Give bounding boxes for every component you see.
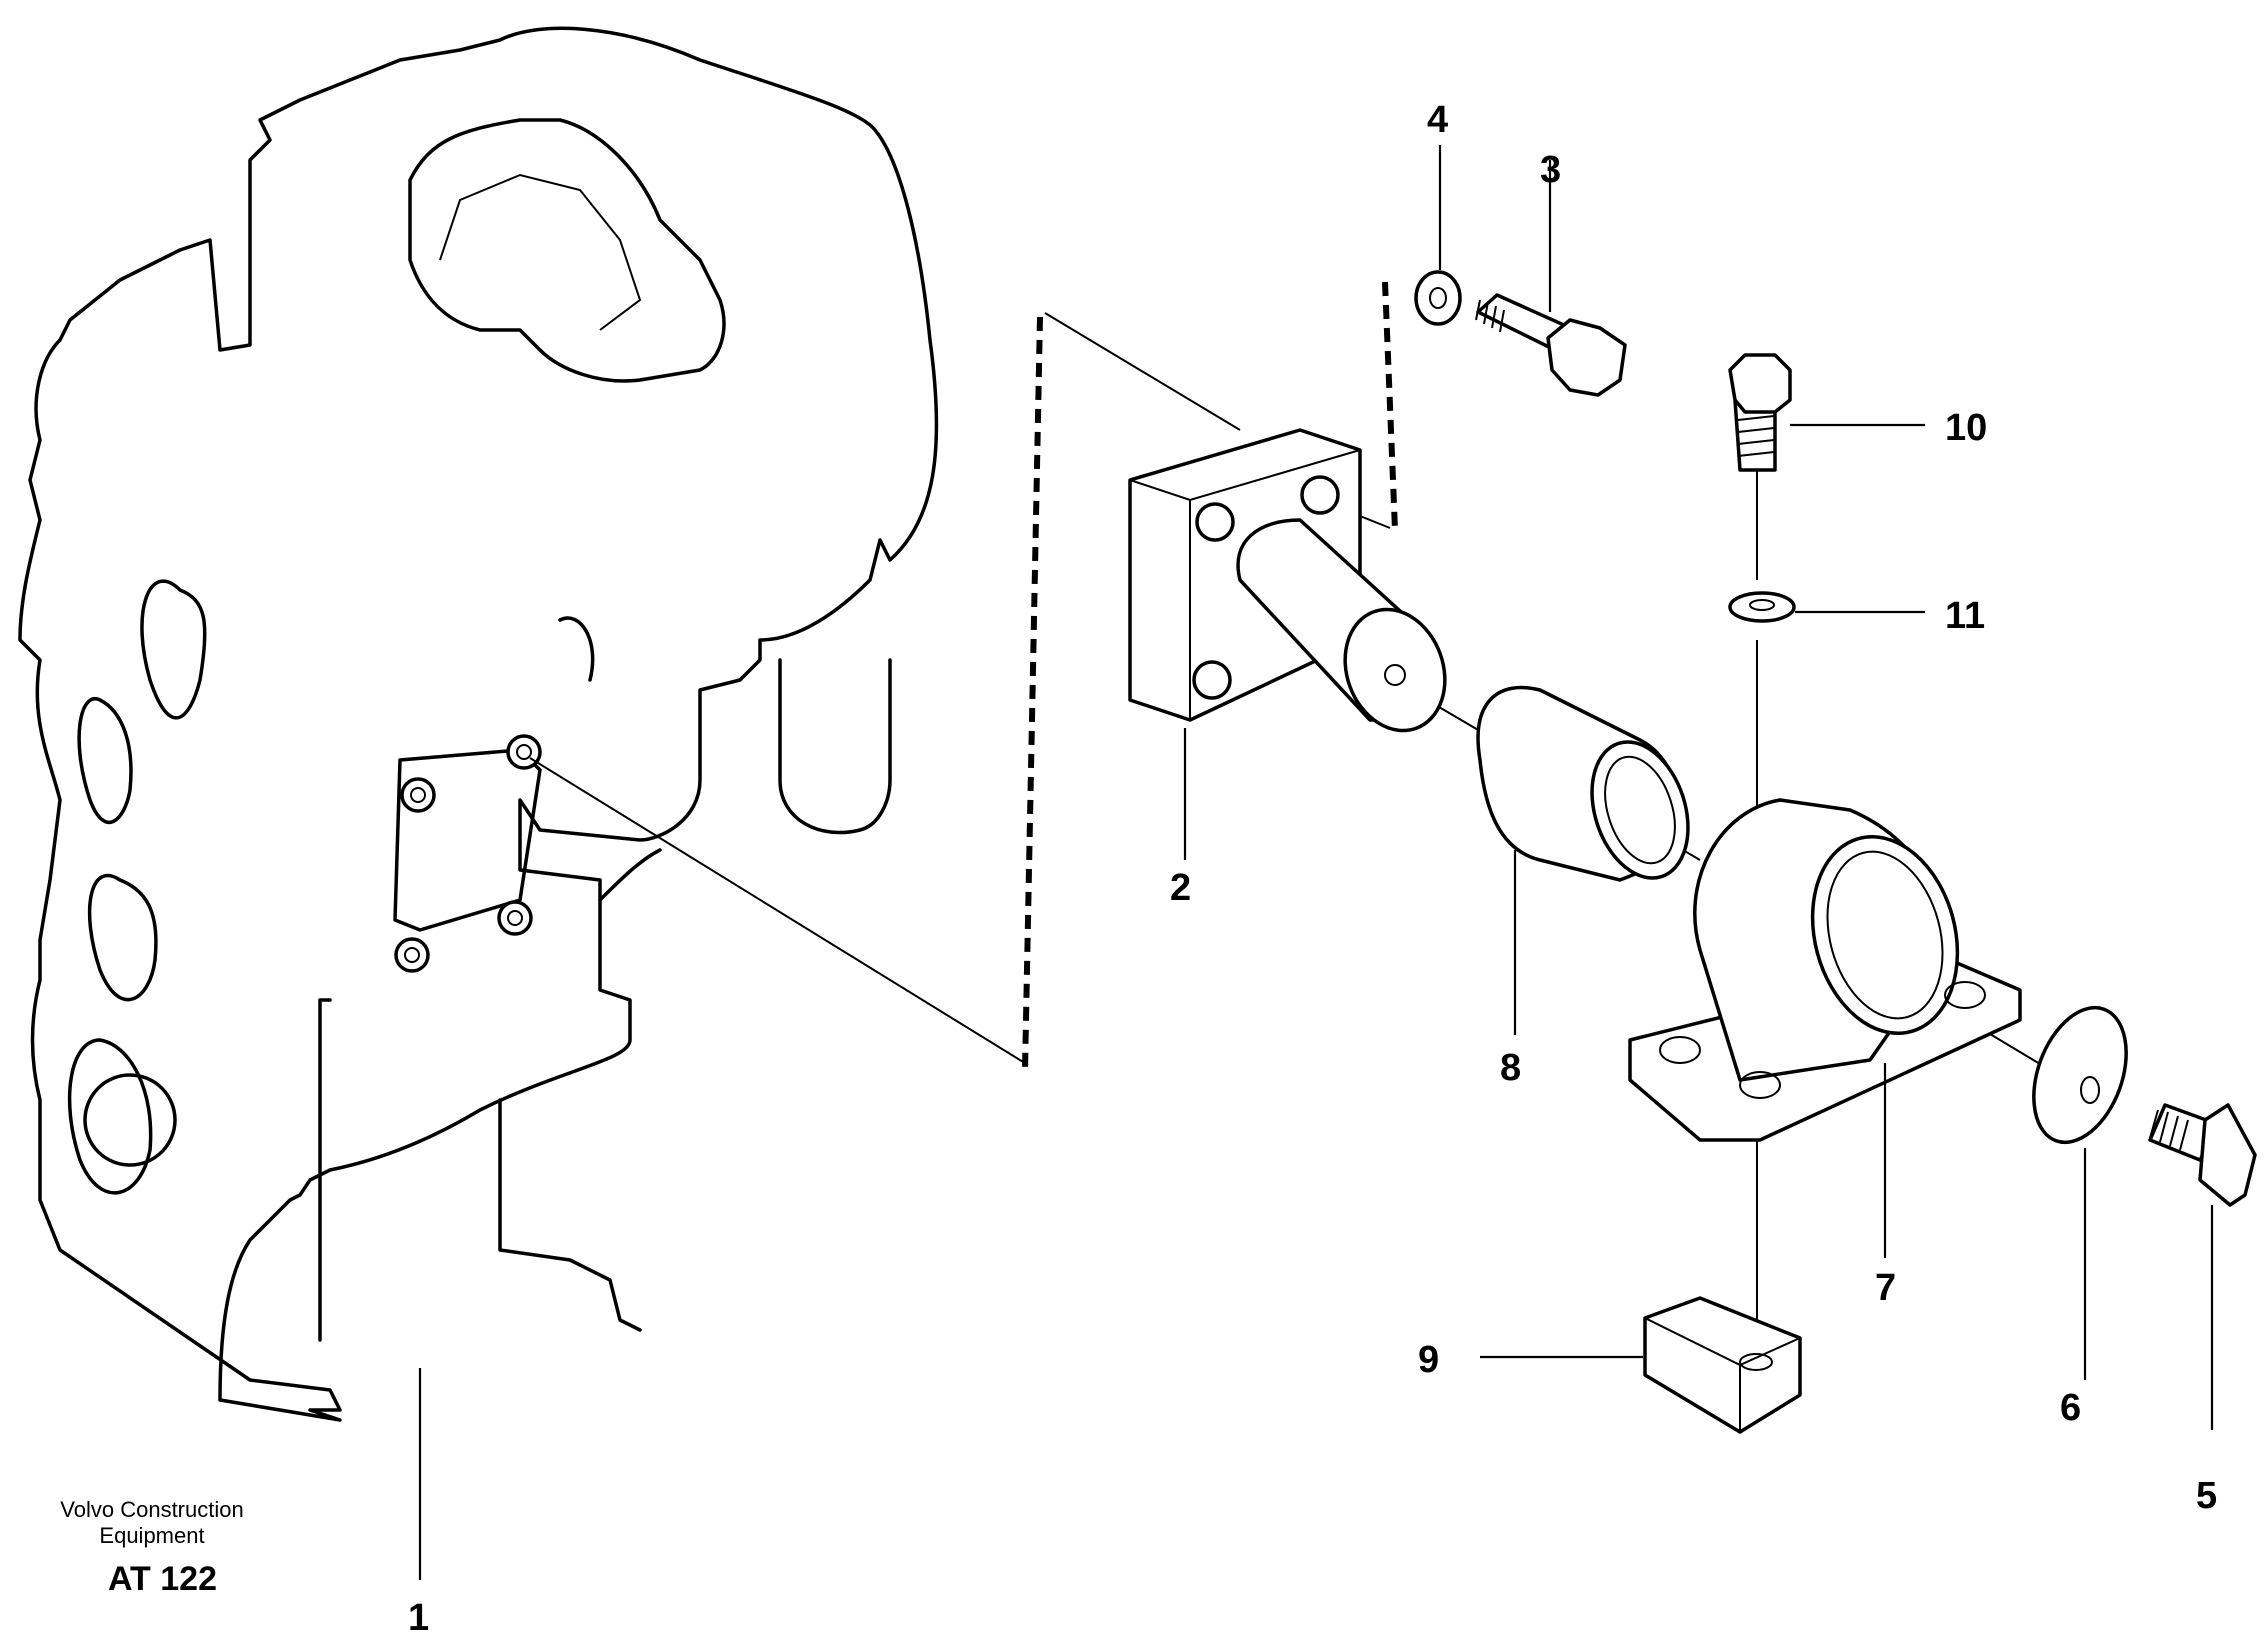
callout-9: 9 xyxy=(1418,1339,1439,1381)
bolt-10 xyxy=(1728,353,1792,472)
bolt-5 xyxy=(2148,1103,2257,1207)
callout-4: 4 xyxy=(1427,99,1448,141)
callout-6: 6 xyxy=(2060,1387,2081,1429)
callout-2: 2 xyxy=(1170,867,1191,909)
credit-line-2: Equipment xyxy=(99,1523,204,1548)
callout-11: 11 xyxy=(1945,595,1985,637)
callout-labels: 1 2 3 4 5 6 7 8 9 10 11 xyxy=(408,99,2217,1639)
pillow-block-7 xyxy=(1628,798,2022,1142)
callout-8: 8 xyxy=(1500,1047,1521,1089)
washer-11 xyxy=(1728,591,1796,623)
illustration-code: AT 122 xyxy=(108,1560,217,1598)
washer-6 xyxy=(2032,1005,2128,1145)
callout-10: 10 xyxy=(1945,407,1987,449)
leader-lines xyxy=(418,145,2214,1580)
washer-4 xyxy=(1414,270,1462,326)
callout-5: 5 xyxy=(2196,1475,2217,1517)
bushing-8 xyxy=(1476,685,1690,882)
callout-7: 7 xyxy=(1875,1267,1896,1309)
publisher-credit: Volvo Construction Equipment AT 122 xyxy=(60,1497,243,1598)
transmission-housing xyxy=(18,26,939,1422)
bolt-3 xyxy=(1475,293,1627,397)
credit-line-1: Volvo Construction xyxy=(60,1497,243,1522)
callout-1: 1 xyxy=(408,1597,429,1639)
flanged-shaft xyxy=(1128,428,1447,733)
nut-block-9 xyxy=(1643,1296,1802,1434)
callout-3: 3 xyxy=(1540,149,1561,191)
